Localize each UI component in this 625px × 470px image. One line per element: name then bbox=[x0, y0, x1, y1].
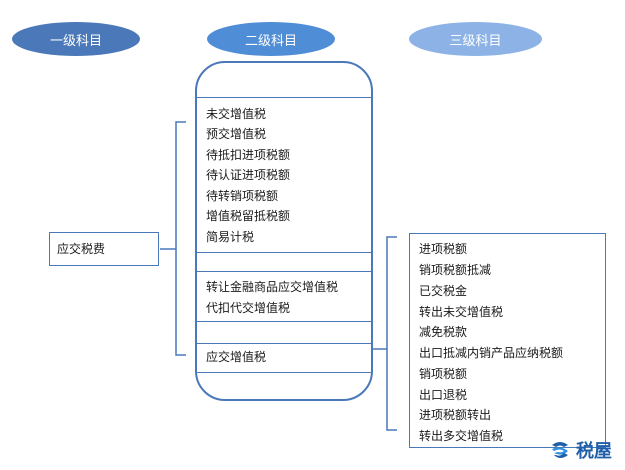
level2-item: 代扣代交增值税 bbox=[206, 301, 291, 315]
shuiwu-logo-icon bbox=[552, 442, 568, 458]
level3-item: 出口退税 bbox=[419, 388, 468, 402]
level3-item: 转出未交增值税 bbox=[419, 305, 504, 319]
level3-box: 进项税额 销项税额抵减 已交税金 转出未交增值税 减免税款 出口抵减内销产品应纳… bbox=[409, 233, 606, 448]
level2-item: 预交增值税 bbox=[206, 127, 267, 141]
level3-item: 减免税款 bbox=[419, 325, 468, 339]
level2-item: 简易计税 bbox=[206, 230, 255, 244]
level2-item: 增值税留抵税额 bbox=[206, 209, 291, 223]
shuiwu-logo: 税屋 bbox=[548, 437, 612, 463]
divider bbox=[197, 271, 371, 272]
level3-item: 转出多交增值税 bbox=[419, 429, 504, 443]
level3-item: 销项税额 bbox=[419, 367, 468, 381]
level1-item: 应交税费 bbox=[57, 242, 106, 256]
divider bbox=[197, 252, 371, 253]
level2-item: 待抵扣进项税额 bbox=[206, 148, 291, 162]
level2-item: 转让金融商品应交增值税 bbox=[206, 280, 339, 294]
level3-item: 进项税额 bbox=[419, 242, 468, 256]
logo-text: 税屋 bbox=[576, 441, 612, 462]
divider bbox=[197, 343, 371, 344]
level3-header: 三级科目 bbox=[409, 22, 542, 56]
divider bbox=[197, 97, 371, 98]
level2-item: 待认证进项税额 bbox=[206, 168, 291, 182]
level3-item: 已交税金 bbox=[419, 284, 468, 298]
level2-item: 未交增值税 bbox=[206, 107, 267, 121]
level3-item: 进项税额转出 bbox=[419, 408, 492, 422]
level1-header: 一级科目 bbox=[12, 22, 140, 56]
level2-header: 二级科目 bbox=[207, 22, 335, 56]
level1-box: 应交税费 bbox=[49, 232, 159, 266]
level2-item: 待转销项税额 bbox=[206, 189, 279, 203]
level3-item: 销项税额抵减 bbox=[419, 263, 492, 277]
level2-box: 未交增值税 预交增值税 待抵扣进项税额 待认证进项税额 待转销项税额 增值税留抵… bbox=[195, 61, 373, 401]
level3-item: 出口抵减内销产品应纳税额 bbox=[419, 346, 564, 360]
divider bbox=[197, 372, 371, 373]
divider bbox=[197, 321, 371, 322]
level2-item: 应交增值税 bbox=[206, 350, 267, 364]
